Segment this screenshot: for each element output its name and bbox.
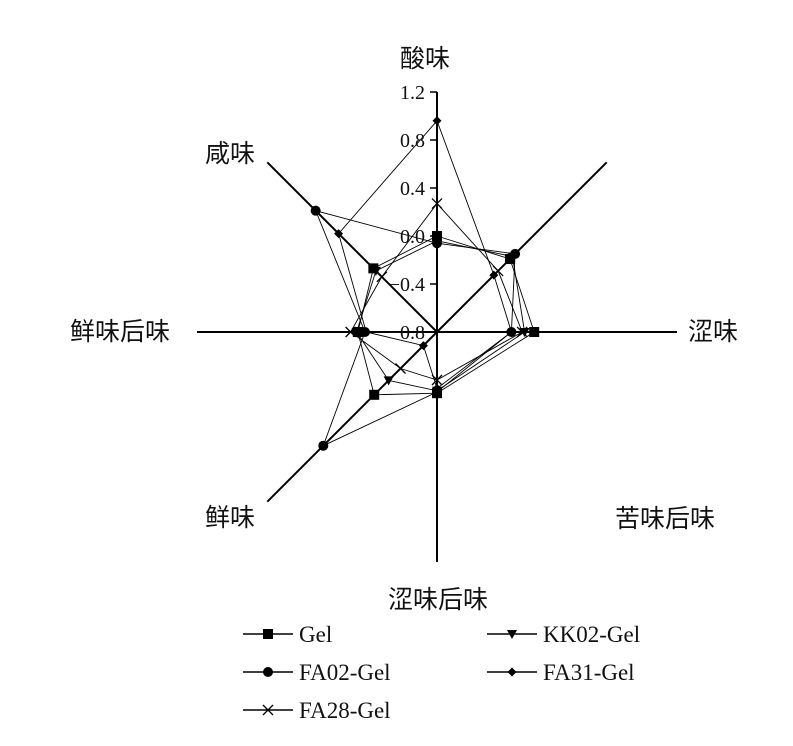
tick-label-3: 0.0: [400, 226, 425, 248]
axis-label-0: 酸味: [400, 44, 450, 73]
legend-item-fa02-gel: FA02-Gel: [243, 660, 391, 685]
legend-label-kk02-gel: KK02-Gel: [543, 622, 640, 647]
point-kk02-gel-0: [432, 236, 442, 246]
legend-marker-fa28-gel: [262, 704, 274, 716]
series-fa31-gel: [334, 116, 516, 393]
tick-label-4: −0.4: [389, 274, 425, 296]
point-gel-0: [432, 231, 442, 241]
point-fa31-gel-3: [432, 383, 442, 393]
axis-line-4: [266, 331, 438, 503]
axis-label-4: 鲜味: [205, 503, 255, 532]
legend-marker-kk02-gel: [507, 630, 517, 639]
legend-item-kk02-gel: KK02-Gel: [487, 622, 640, 647]
legend-label-fa31-gel: FA31-Gel: [543, 660, 635, 685]
point-gel-2: [529, 327, 540, 337]
series-kk02-gel: [351, 236, 530, 396]
axis-line-1: [436, 161, 608, 333]
series-line-fa28-gel: [350, 202, 523, 381]
point-kk02-gel-5: [351, 328, 362, 337]
point-fa28-gel-6: [376, 271, 388, 283]
radar-series: [310, 116, 540, 451]
point-fa28-gel-4: [395, 363, 406, 374]
axis-label-3: 涩味后味: [388, 585, 488, 614]
legend-item-fa28-gel: FA28-Gel: [243, 698, 391, 723]
legend-item-gel: Gel: [243, 622, 332, 647]
tick-label-0: 1.2: [400, 82, 425, 104]
legend-marker-fa31-gel: [507, 667, 517, 677]
point-fa31-gel-4: [418, 341, 428, 351]
point-fa02-gel-6: [310, 205, 321, 216]
radial-ticks: 1.2 0.8 0.4 0.0 −0.4 −0.8: [389, 82, 425, 344]
legend-label-gel: Gel: [299, 622, 332, 647]
point-kk02-gel-2: [519, 328, 530, 337]
point-fa31-gel-1: [489, 270, 499, 280]
point-fa31-gel-2: [506, 327, 516, 337]
axis-label-1: 涩味: [688, 317, 738, 346]
legend-label-fa28-gel: FA28-Gel: [299, 698, 391, 723]
point-fa31-gel-6: [334, 229, 344, 239]
series-fa28-gel: [345, 198, 528, 386]
point-kk02-gel-4: [383, 376, 394, 386]
axis-label-2: 苦味后味: [615, 504, 715, 533]
tick-label-2: 0.4: [400, 178, 425, 200]
legend-label-fa02-gel: FA02-Gel: [299, 660, 391, 685]
legend-marker-fa02-gel: [263, 667, 273, 677]
point-fa31-gel-5: [361, 327, 371, 337]
tick-label-5: −0.8: [389, 322, 425, 344]
point-kk02-gel-6: [370, 266, 381, 276]
point-fa02-gel-4: [318, 440, 329, 451]
point-fa31-gel-0: [432, 116, 442, 126]
point-gel-4: [369, 389, 380, 400]
tick-label-1: 0.8: [400, 130, 425, 152]
series-line-kk02-gel: [356, 240, 526, 392]
point-gel-1: [504, 254, 515, 265]
axis-line-6: [266, 161, 438, 333]
point-fa28-gel-0: [431, 198, 443, 210]
radar-axes: [197, 91, 677, 562]
axis-label-5: 鲜味后味: [70, 317, 170, 346]
legend-marker-gel: [263, 629, 273, 639]
series-line-fa31-gel: [338, 119, 512, 390]
legend-item-fa31-gel: FA31-Gel: [487, 660, 635, 685]
point-kk02-gel-1: [507, 252, 518, 262]
axis-label-6: 咸味: [205, 139, 255, 168]
